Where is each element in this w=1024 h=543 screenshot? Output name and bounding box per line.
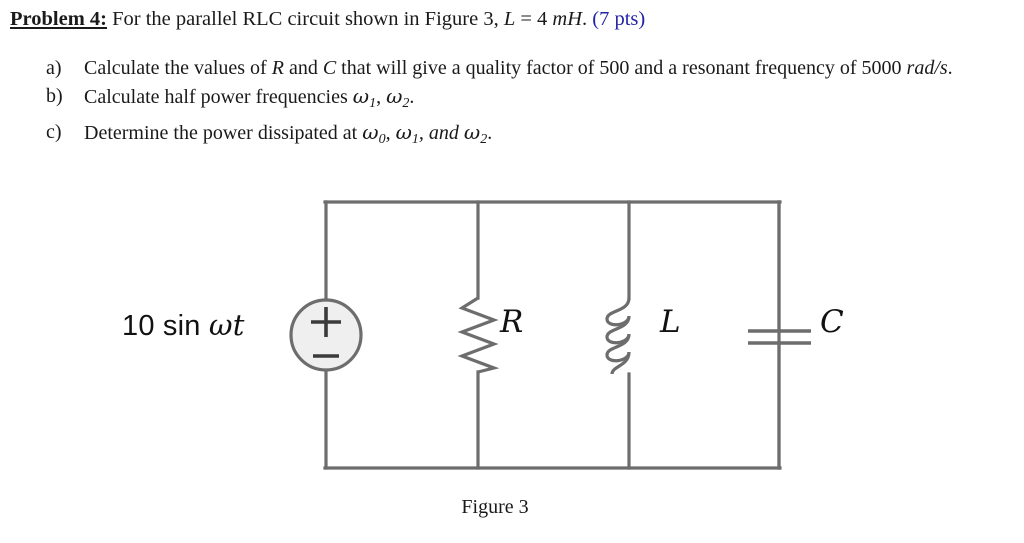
given-unit-mH: mH <box>552 8 583 30</box>
problem-heading: Problem 4: For the parallel RLC circuit … <box>10 6 1010 32</box>
part-a-var-C: C <box>322 57 337 79</box>
part-c-omega0: ω <box>362 119 379 144</box>
problem-part-a: a) Calculate the values of R and C that … <box>46 54 986 82</box>
part-b-omega2-subscript: 2 <box>402 95 410 111</box>
resistor-symbol <box>457 296 500 374</box>
points-badge: (7 pts) <box>592 8 646 30</box>
capacitor-label: C <box>820 304 844 340</box>
part-b-seg1: Calculate half power frequencies <box>84 86 353 108</box>
part-a-seg2: and <box>283 57 323 79</box>
part-c-comma1: , <box>385 121 396 144</box>
figure-caption-text: Figure 3 <box>461 496 529 518</box>
part-c-marker: c) <box>46 120 62 143</box>
part-b-omega1: ω <box>352 84 370 108</box>
circuit-diagram: 10 sin ωt R L C <box>0 186 1024 486</box>
part-b-seg2: . <box>409 86 415 108</box>
source-omega-t-text: ωt <box>208 308 245 342</box>
problem-statement-text: For the parallel RLC circuit shown in Fi… <box>106 8 504 30</box>
part-a-unit-rad-per-s: rad/s <box>906 57 948 79</box>
problem-part-b: b) Calculate half power frequencies ω1, … <box>46 82 986 118</box>
part-c-omega0-subscript: 0 <box>378 131 386 147</box>
given-symbol-L: L <box>503 8 516 30</box>
part-b-omega2: ω <box>386 84 403 108</box>
given-relation: = 4 <box>515 8 553 30</box>
resistor-label: R <box>500 304 524 340</box>
inductor-loop-3 <box>605 333 631 363</box>
source-amplitude-text: 10 sin <box>122 310 209 342</box>
part-b-omega1-subscript: 1 <box>369 95 377 111</box>
figure-caption: Figure 3 <box>0 496 1024 519</box>
capacitor-symbol <box>748 329 811 345</box>
part-c-omega2: ω <box>463 119 481 144</box>
voltage-source-symbol <box>289 298 363 372</box>
problem-part-c: c) Determine the power dissipated at ω0,… <box>46 118 986 154</box>
part-b-comma: , <box>376 86 387 108</box>
part-b-text: Calculate half power frequencies ω1, ω2. <box>84 82 986 118</box>
part-a-seg1: Calculate the values of <box>84 57 272 79</box>
circuit-schematic-svg <box>289 200 811 470</box>
part-a-seg4: . <box>947 57 953 79</box>
problem-number-label: Problem 4: <box>10 8 107 30</box>
part-a-text: Calculate the values of R and C that wil… <box>84 54 1006 82</box>
part-a-seg3: that will give a quality factor of 500 a… <box>336 57 907 79</box>
inductor-loop-2 <box>605 315 631 345</box>
problem-parts-list: a) Calculate the values of R and C that … <box>46 54 986 154</box>
part-c-omega2-subscript: 2 <box>480 131 488 147</box>
voltage-source-label: 10 sin ωt <box>122 308 245 343</box>
part-c-omega1: ω <box>395 119 412 144</box>
part-c-omega1-subscript: 1 <box>411 131 419 147</box>
resistor-zigzag <box>457 296 500 374</box>
part-b-marker: b) <box>46 85 63 107</box>
inductor-symbol <box>605 297 631 375</box>
inductor-loop-1 <box>605 297 631 327</box>
given-period: . <box>582 8 588 30</box>
part-c-and: , and <box>418 121 464 144</box>
part-c-seg1: Determine the power dissipated at <box>84 121 363 144</box>
part-a-var-R: R <box>271 57 284 79</box>
part-c-seg2: . <box>487 121 493 144</box>
inductor-loop-4 <box>610 351 631 375</box>
inductor-label: L <box>660 304 681 340</box>
part-c-text: Determine the power dissipated at ω0, ω1… <box>84 118 986 154</box>
part-a-marker: a) <box>46 57 62 79</box>
